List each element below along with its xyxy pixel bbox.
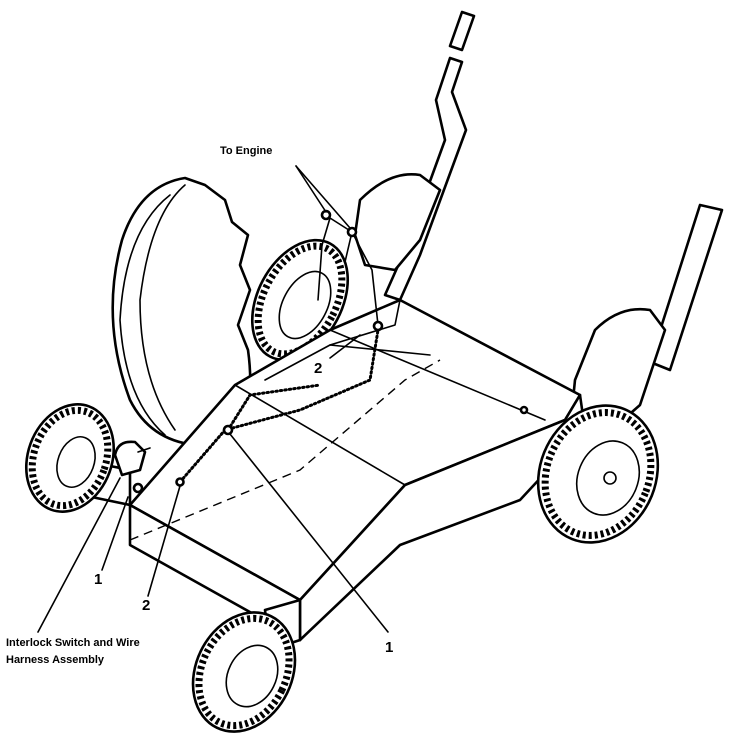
rear-right-wheel [250, 238, 350, 362]
front-right-wheel [536, 404, 660, 544]
mower-deck [53, 298, 587, 652]
rear-shield [111, 176, 252, 447]
handle-right-arm [568, 203, 724, 442]
leader-lines [37, 165, 389, 633]
ref-number-1-left: 1 [94, 571, 102, 588]
to-engine-label: To Engine [220, 145, 272, 157]
rear-left-wheel [24, 403, 116, 513]
front-left-wheel [191, 611, 297, 733]
interlock-label-line1: Interlock Switch and Wire [6, 637, 140, 649]
interlock-label-line2: Harness Assembly [6, 654, 105, 666]
wire-harness [129, 209, 529, 541]
handle-left-arm [353, 10, 476, 302]
interlock-switch [113, 440, 151, 494]
ref-number-2-left: 2 [142, 597, 150, 614]
ref-number-1-right: 1 [385, 639, 393, 656]
ref-number-2-top: 2 [314, 360, 322, 377]
